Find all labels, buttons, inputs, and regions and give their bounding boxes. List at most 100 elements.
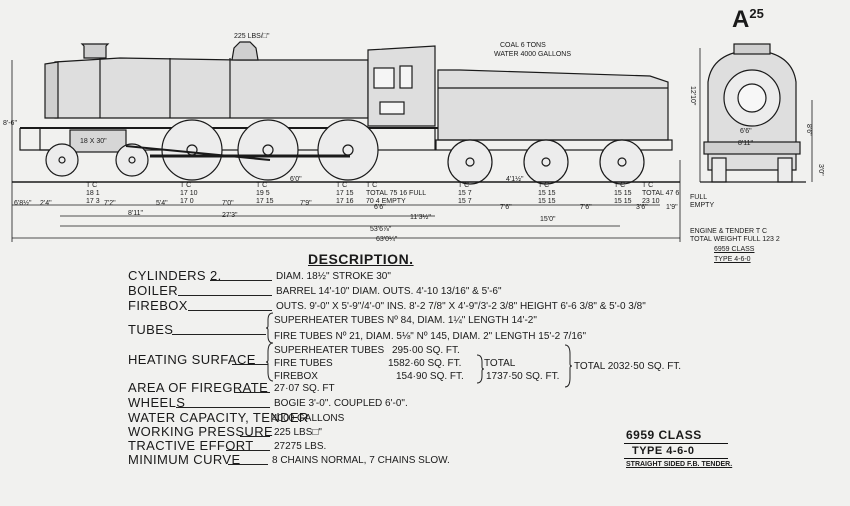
heating-subtotal-value: 1737·50 SQ. FT. — [486, 371, 560, 382]
boiler-pressure-label: 225 LBS/□" — [234, 33, 270, 40]
tender-note-water: WATER 4000 GALLONS — [494, 51, 572, 58]
row-value-water: 4000 GALLONS — [272, 413, 345, 424]
title-block-tender: STRAIGHT SIDED F.B. TENDER. — [626, 461, 733, 468]
heating-superheater-value: 295·00 SQ. FT. — [392, 345, 460, 356]
row-label-wheels: WHEELS — [128, 395, 186, 410]
title-block-type: TYPE 4-6-0 — [632, 445, 695, 457]
dim-coupled-2: 7'9" — [300, 200, 312, 207]
row-value-tractive: 27275 LBS. — [274, 441, 327, 452]
heating-firetubes-name: FIRE TUBES — [274, 358, 333, 369]
title-rule-1 — [624, 443, 728, 444]
end-height-2: 8'6" — [805, 124, 812, 136]
dim-bogie-centre: 8'11" — [128, 210, 143, 217]
coupled-wheels — [161, 119, 379, 181]
dim-total-wheelbase: 53'6⅞" — [370, 226, 392, 233]
boiler — [54, 57, 369, 119]
row-label-cylinders: CYLINDERS 2. — [128, 268, 222, 283]
grand-total-brace — [564, 344, 572, 388]
leader-firegrate — [234, 392, 270, 393]
row-label-firebox: FIREBOX — [128, 298, 188, 313]
dim-cab-overhang: 6'6" — [374, 204, 386, 211]
dim-coupled-wheel-dia: 6'0" — [290, 176, 302, 183]
tubes-brace — [266, 312, 274, 344]
tender-wheels — [447, 139, 645, 185]
row-label-water: WATER CAPACITY, TENDER — [128, 410, 309, 425]
leader-boiler — [178, 295, 272, 296]
overall-height: 8'-6" — [3, 120, 17, 127]
row-label-tractive: TRACTIVE EFFORT — [128, 438, 254, 453]
end-height-1: 12'10" — [689, 86, 696, 106]
class-note-1: 6959 CLASS — [714, 246, 755, 253]
cylinder — [69, 129, 127, 153]
dim-tender-rear: 3'6" — [636, 204, 648, 211]
tender-body — [437, 69, 669, 141]
class-note-2: TYPE 4-6-0 — [714, 256, 751, 263]
dim-buffer: 1'9" — [666, 204, 678, 211]
tubes-superheater: SUPERHEATER TUBES Nº 84, DIAM. 1¼" LENGT… — [274, 315, 537, 326]
row-value-boiler: BARREL 14'-10" DIAM. OUTS. 4'-10 13/16" … — [276, 286, 502, 297]
row-label-pressure: WORKING PRESSURE — [128, 424, 274, 439]
chimney — [80, 43, 110, 59]
dim-tender-wheel-dia: 4'1½" — [506, 176, 524, 183]
row-label-boiler: BOILER — [128, 283, 179, 298]
dim-tender-wheelbase-total: 15'0" — [540, 216, 556, 223]
row-value-firegrate: 27·07 SQ. FT — [274, 383, 335, 394]
dim-tender-wheelbase-1: 7'6" — [500, 204, 512, 211]
sheet-id: A25 — [732, 6, 764, 33]
dim-overall-length: 63'0¼" — [376, 236, 398, 243]
row-label-tubes: TUBES — [128, 322, 174, 337]
dim-bogie-front: 2'4" — [40, 200, 52, 207]
cylinder-mark: 18 X 30" — [80, 138, 107, 145]
end-height-3: 3'0" — [817, 164, 824, 176]
leader-tubes — [172, 334, 266, 335]
end-width-2: 8'11" — [738, 140, 753, 147]
end-width-1: 6'6" — [740, 128, 752, 135]
row-value-firebox: OUTS. 9'-0" X 5'-9"/4'-0" INS. 8'-2 7/8"… — [276, 301, 646, 312]
row-label-firegrate: AREA OF FIREGRATE — [128, 380, 269, 395]
end-view — [699, 43, 813, 183]
dim-front-overhang: 6'8½" — [14, 200, 32, 207]
dim-bogie-to-driver: 5'4" — [156, 200, 168, 207]
tender-note-coal: COAL 6 TONS — [500, 42, 546, 49]
title-rule-2 — [624, 458, 728, 459]
locomotive-elevation — [11, 41, 813, 242]
heating-firebox-value: 154·90 SQ. FT. — [396, 371, 464, 382]
row-label-curve: MINIMUM CURVE — [128, 452, 241, 467]
bogie-wheels — [45, 143, 149, 177]
heating-grand-total: TOTAL 2032·50 SQ. FT. — [574, 361, 682, 372]
leader-pressure — [240, 436, 270, 437]
dim-engine-wheelbase: 27'3" — [222, 212, 238, 219]
row-value-wheels: BOGIE 3'-0". COUPLED 6'-0". — [274, 398, 408, 409]
dome — [231, 41, 259, 61]
dim-bogie-wheelbase: 7'2" — [104, 200, 116, 207]
heating-firebox-name: FIREBOX — [274, 371, 318, 382]
heating-brace — [266, 342, 274, 382]
heating-firetubes-value: 1582·60 SQ. FT. — [388, 358, 462, 369]
row-value-cylinders: DIAM. 18½" STROKE 30" — [276, 271, 391, 282]
dim-coupled-1: 7'0" — [222, 200, 234, 207]
leader-heating — [232, 364, 268, 365]
row-label-heating: HEATING SURFACE — [128, 352, 256, 367]
dim-engine-tender-gap: 11'3½" — [410, 214, 431, 221]
subtotal-brace — [476, 354, 484, 384]
row-value-curve: 8 CHAINS NORMAL, 7 CHAINS SLOW. — [272, 455, 450, 466]
heating-superheater-name: SUPERHEATER TUBES — [274, 345, 385, 356]
smokebox — [44, 61, 59, 119]
tubes-fire: FIRE TUBES Nº 21, DIAM. 5⅛" Nº 145, DIAM… — [274, 331, 587, 342]
leader-cylinders — [210, 280, 272, 281]
leader-wheels — [176, 407, 270, 408]
description-title: DESCRIPTION. — [308, 251, 414, 267]
row-value-pressure: 225 LBS□" — [274, 427, 322, 438]
leader-tractive — [226, 450, 270, 451]
full-empty-label: FULL EMPTY — [690, 194, 715, 209]
